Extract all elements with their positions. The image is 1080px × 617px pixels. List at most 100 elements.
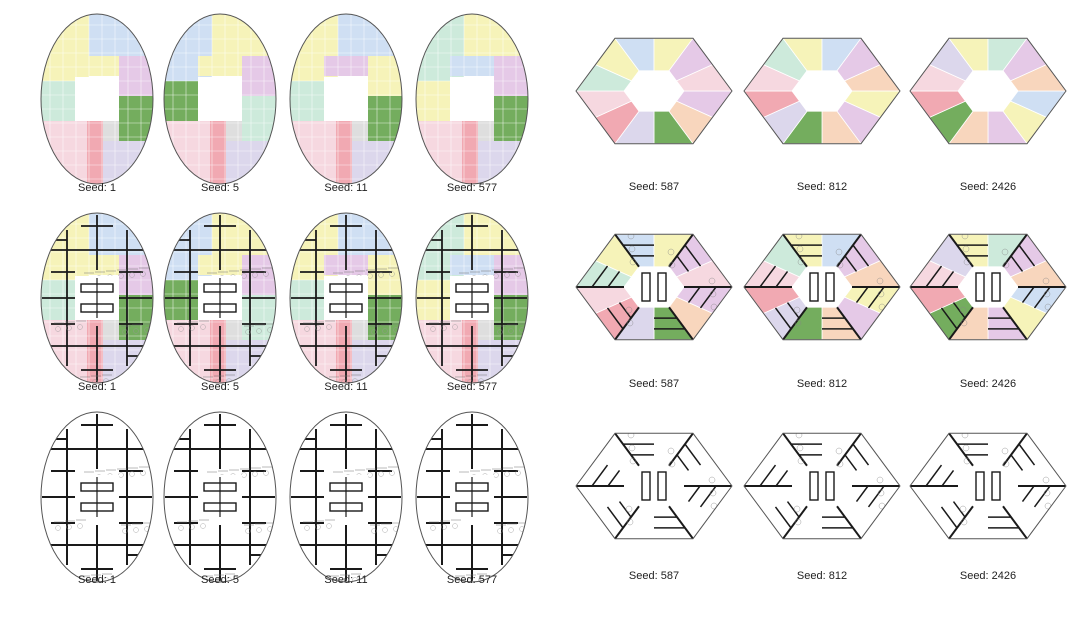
- hex-floorplan-zones-plan-seed-3: [909, 233, 1067, 341]
- hex-floorplate-outline: [743, 233, 901, 341]
- seed-caption: Seed: 812: [796, 181, 848, 193]
- oval-floorplan-plan-seed-1: [40, 411, 154, 583]
- seed-caption: Seed: 577: [446, 182, 498, 194]
- oval-floorplate-outline: [289, 411, 403, 583]
- oval-floorplan-zones-seed-4: [415, 13, 529, 185]
- zone-green-region: [164, 81, 198, 121]
- zone-yellow-region: [416, 280, 450, 320]
- building-core: [792, 465, 852, 507]
- hex-floorplate-outline: [909, 432, 1067, 540]
- oval-floorplate-outline: [415, 212, 529, 384]
- zone-pink-region: [290, 320, 336, 383]
- seed-caption: Seed: 812: [796, 378, 848, 390]
- wall-line: [1002, 306, 1028, 340]
- oval-floorplan-plan-seed-4: [415, 411, 529, 583]
- oval-floorplate-outline: [415, 411, 529, 583]
- oval-floorplan-zones-seed-1: [40, 13, 154, 185]
- zone-pink-region: [290, 121, 336, 184]
- zone-mint-region: [290, 81, 324, 121]
- seed-caption: Seed: 11: [324, 182, 368, 194]
- oval-floorplate-outline: [40, 411, 154, 583]
- oval-floorplan-zones-seed-2: [163, 13, 277, 185]
- wall-line: [948, 433, 974, 467]
- wall-line: [836, 433, 862, 467]
- oval-floorplate-outline: [40, 13, 154, 185]
- seed-caption: Seed: 577: [446, 381, 498, 393]
- wall-line: [1002, 433, 1028, 467]
- oval-floorplan-plan-seed-3: [289, 411, 403, 583]
- seed-caption: Seed: 577: [446, 574, 498, 586]
- building-core: [958, 465, 1018, 507]
- wall-line: [836, 306, 862, 340]
- hex-floorplate-outline: [909, 37, 1067, 145]
- zone-yellow-region: [464, 213, 528, 255]
- oval-floorplan-zones-seed-3: [289, 13, 403, 185]
- seed-caption: Seed: 11: [324, 381, 368, 393]
- oval-floorplan-zones-plan-seed-2: [163, 212, 277, 384]
- building-core: [792, 70, 852, 112]
- oval-floorplate-outline: [163, 13, 277, 185]
- zone-grey-region: [478, 320, 494, 340]
- hex-floorplate-outline: [575, 37, 733, 145]
- zone-pink-region: [41, 121, 87, 184]
- hex-floorplate-outline: [909, 233, 1067, 341]
- building-core: [198, 77, 242, 121]
- building-core: [75, 77, 119, 121]
- zone-pink-region: [164, 320, 210, 383]
- zone-yellow-region: [198, 56, 242, 76]
- zone-grey-region: [352, 320, 368, 340]
- zone-pink-region: [41, 320, 87, 383]
- seed-caption: Seed: 11: [324, 574, 368, 586]
- building-core: [958, 266, 1018, 308]
- wall-line: [1002, 505, 1028, 539]
- seed-caption: Seed: 2426: [959, 570, 1017, 582]
- hex-floorplan-zones-seed-1: [575, 37, 733, 145]
- zone-yellow-region: [212, 213, 276, 255]
- zone-red-region: [210, 121, 226, 184]
- hex-floorplan-plan-seed-2: [743, 432, 901, 540]
- building-core: [324, 77, 368, 121]
- seed-caption: Seed: 1: [78, 574, 116, 586]
- seed-caption: Seed: 5: [201, 182, 239, 194]
- oval-floorplan-zones-plan-seed-4: [415, 212, 529, 384]
- seed-caption: Seed: 587: [628, 181, 680, 193]
- hex-floorplan-zones-plan-seed-2: [743, 233, 901, 341]
- wall-line: [1002, 234, 1028, 268]
- seed-caption: Seed: 587: [628, 378, 680, 390]
- zone-red-region: [462, 121, 478, 184]
- zone-grey-region: [226, 320, 242, 340]
- building-core: [958, 70, 1018, 112]
- zone-blue-region: [338, 14, 402, 56]
- wall-line: [836, 234, 862, 268]
- oval-floorplate-outline: [415, 13, 529, 185]
- hex-floorplate-outline: [743, 432, 901, 540]
- zone-blue-region: [450, 56, 494, 76]
- zone-yellow-region: [416, 81, 450, 121]
- oval-floorplate-outline: [163, 212, 277, 384]
- zone-pink-region: [164, 121, 210, 184]
- wall-line: [614, 433, 640, 467]
- building-core: [792, 266, 852, 308]
- zone-blue-region: [89, 213, 153, 255]
- zone-grey-region: [478, 121, 494, 141]
- hex-floorplan-plan-seed-1: [575, 432, 733, 540]
- zone-yellow-region: [212, 14, 276, 56]
- zone-mint-region: [41, 81, 75, 121]
- hex-floorplan-zones-seed-2: [743, 37, 901, 145]
- zone-pink-region: [416, 121, 462, 184]
- zone-grey-region: [226, 121, 242, 141]
- zone-pink-region: [416, 320, 462, 383]
- oval-floorplan-zones-plan-seed-3: [289, 212, 403, 384]
- seed-caption: Seed: 5: [201, 381, 239, 393]
- zone-blue-region: [338, 213, 402, 255]
- building-core: [624, 266, 684, 308]
- wall-line: [668, 234, 694, 268]
- seed-caption: Seed: 812: [796, 570, 848, 582]
- hex-floorplan-zones-plan-seed-1: [575, 233, 733, 341]
- zone-yellow-region: [464, 14, 528, 56]
- seed-caption: Seed: 2426: [959, 181, 1017, 193]
- building-core: [450, 77, 494, 121]
- zone-purple-region: [324, 56, 368, 76]
- wall-line: [948, 234, 974, 268]
